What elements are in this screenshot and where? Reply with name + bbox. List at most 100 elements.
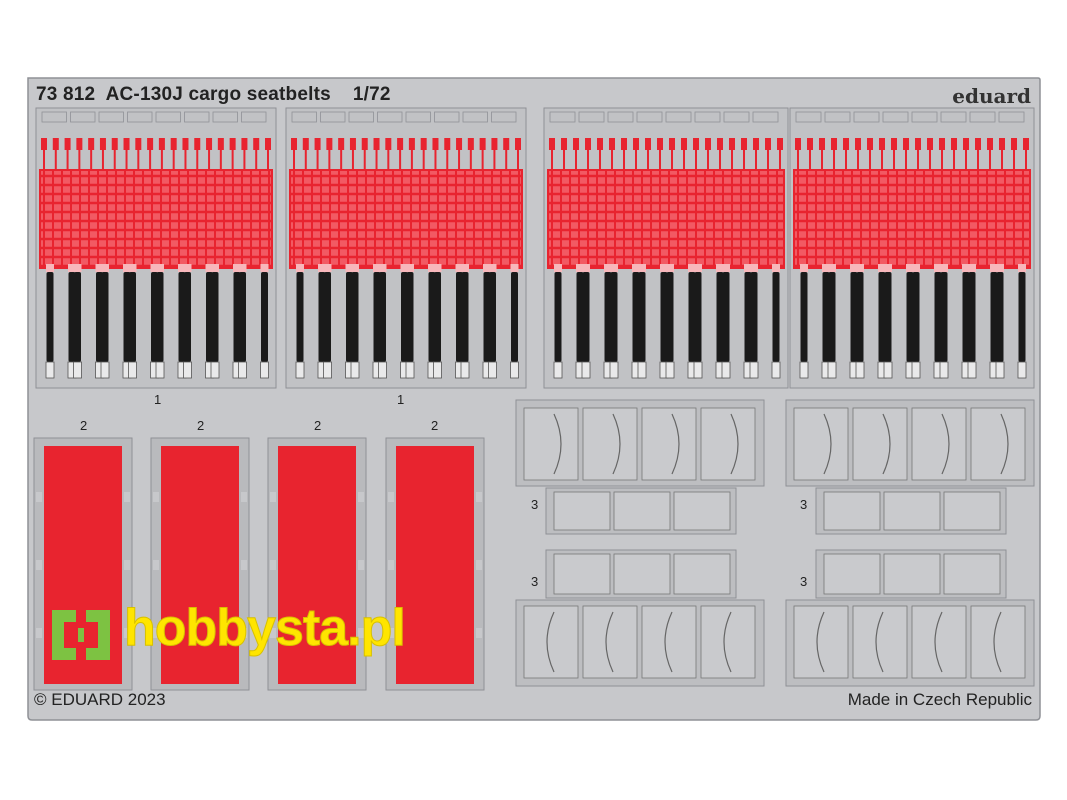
strap-end [549,138,555,150]
strap-end [879,138,885,150]
black-strap [101,272,109,362]
grid-panels [515,399,1035,687]
buckle-top [632,264,640,272]
black-strap [68,272,76,362]
belt-tab [752,111,779,123]
black-strap [456,272,463,362]
grid-cell [582,605,638,679]
black-strap [582,272,590,362]
buckle-top [483,264,491,272]
buckle-top [156,264,164,272]
black-strap [428,272,436,362]
strap-end [927,138,933,150]
black-strap [884,272,892,362]
black-strap [604,272,612,362]
strap-end [645,138,651,150]
grid-cell [823,491,881,531]
belt-tab [795,111,822,123]
black-strap [850,272,858,362]
buckle-top [510,264,519,272]
grid-cell [700,407,756,481]
strap-end [373,138,380,150]
belt-panel [543,107,789,389]
black-strap [694,272,702,362]
pad-notch [241,560,247,570]
black-strap [800,272,808,362]
strap-end [1023,138,1029,150]
strap-end [657,138,663,150]
belt-tab [377,111,403,123]
strap-end [633,138,639,150]
buckle-top [101,264,109,272]
strap-end [491,138,498,150]
strap-end [182,138,189,150]
brand-logo: eduard [952,84,1031,108]
strap-end [361,138,368,150]
pad-notch [388,560,394,570]
strap-end [206,138,213,150]
buckle-top [178,264,186,272]
strap-end [41,138,47,150]
black-strap [934,272,942,362]
strap-end [693,138,699,150]
belt-tab [155,111,181,123]
black-strap [351,272,359,362]
strap-end [753,138,759,150]
black-strap [461,272,469,362]
strap-end [503,138,510,150]
buckle-top [996,264,1004,272]
strap-end [111,138,118,150]
strap-end [241,138,248,150]
strap-end [265,138,271,150]
buckle-top [296,264,304,272]
strap-end [338,138,345,150]
strap-end [99,138,106,150]
grid-cell [793,407,849,481]
grid-cell [700,605,756,679]
belt-tab [405,111,431,123]
belt-tab [41,111,67,123]
strap-end [158,138,165,150]
black-strap [772,272,780,362]
black-strap [489,272,496,362]
belt-tab [578,111,605,123]
strap-end [915,138,921,150]
grid-curve [934,611,943,673]
grid-curve [612,413,621,475]
strap-end [314,138,321,150]
strap-end [621,138,627,150]
black-strap [828,272,836,362]
black-strap [233,272,241,362]
buckle [210,361,220,379]
strap-end [467,138,474,150]
strap-end [561,138,567,150]
buckle [855,361,865,379]
black-strap [211,272,219,362]
buckle-top [205,264,214,272]
part-label-3b: 3 [531,574,539,589]
buckle-top [461,264,469,272]
buckle-top [638,264,646,272]
buckle [883,361,893,379]
buckle [350,361,360,379]
pad-notch [124,628,130,638]
sheet-scale: 1/72 [352,84,391,105]
strap-end [123,138,130,150]
buckle [378,361,387,379]
black-strap [688,272,696,362]
buckle-top [576,264,584,272]
black-strap [968,272,976,362]
buckle [260,361,269,379]
black-strap [554,272,562,362]
belt-tab [636,111,663,123]
grid-curve [993,611,1002,673]
buckle-top [123,264,131,272]
black-strap [632,272,640,362]
buckle [827,361,837,379]
grid-block [515,399,765,687]
buckle [100,361,110,379]
buckle [911,361,921,379]
buckle-top [488,264,497,272]
pad-notch [124,492,130,502]
buckle [183,361,192,379]
